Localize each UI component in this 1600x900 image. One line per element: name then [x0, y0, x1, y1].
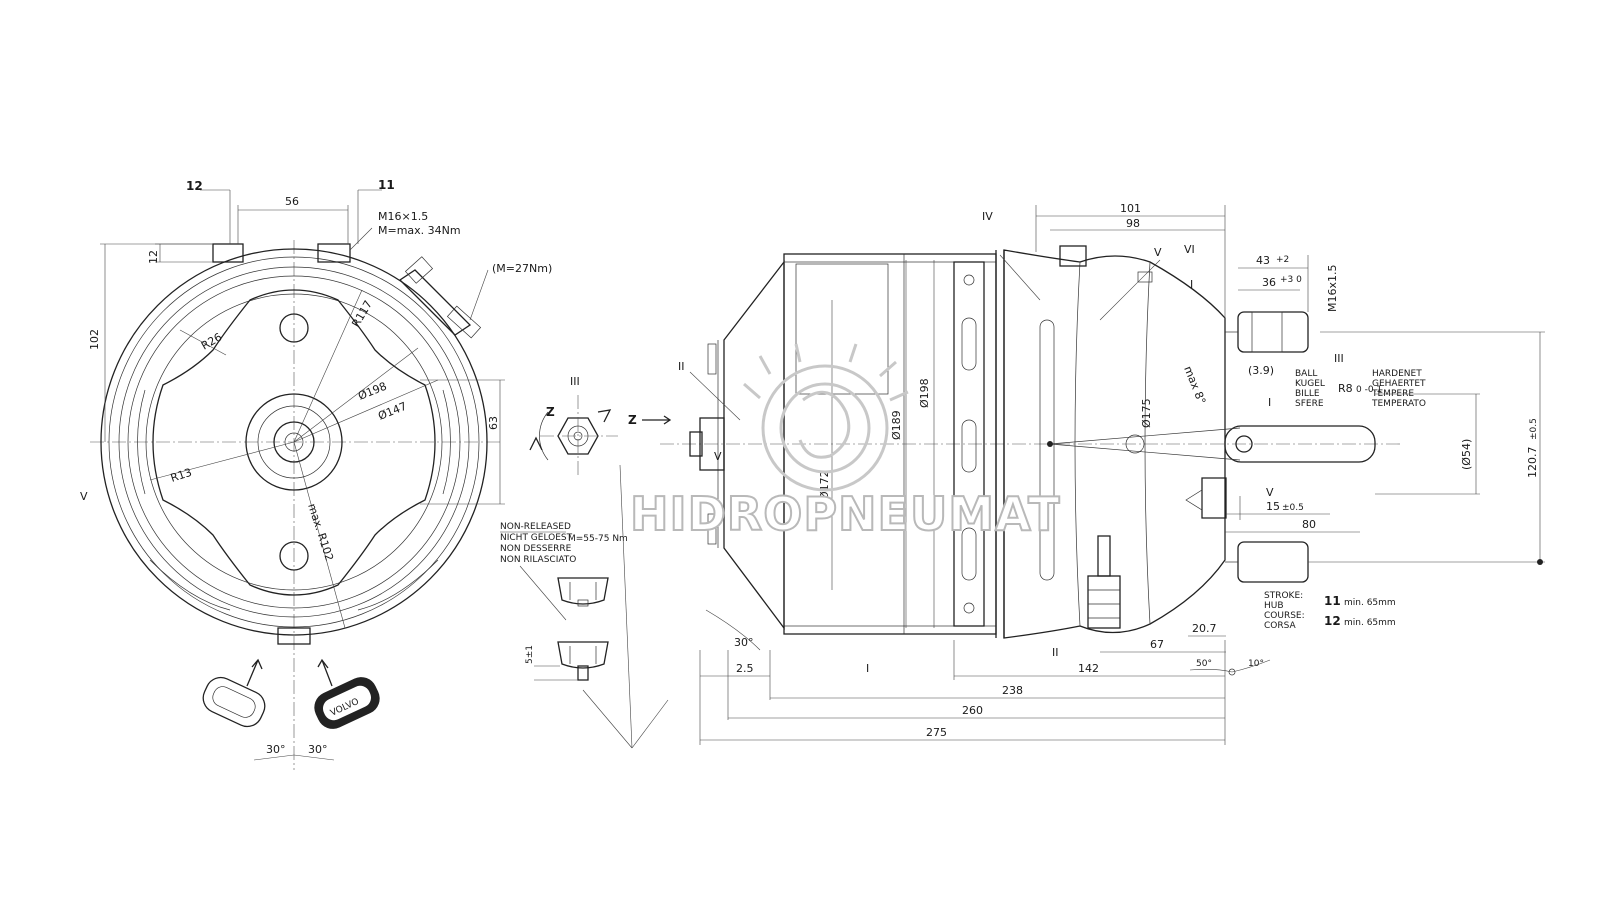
torque-detail: M=55-75 Nm: [568, 534, 628, 544]
dim-2-5: 2.5: [736, 662, 754, 675]
radius-26: R26: [199, 331, 224, 353]
non-released-1: NICHT GELOEST: [500, 533, 573, 543]
non-released-2: NON DESSERRE: [500, 544, 572, 554]
non-released-3: NON RILASCIATO: [500, 555, 576, 565]
label-v-left: V: [714, 450, 722, 463]
stroke-word-3: CORSA: [1264, 621, 1297, 631]
tol-43: +2: [1276, 255, 1289, 265]
ball-word-0: BALL: [1295, 369, 1317, 379]
hard-word-3: TEMPERATO: [1371, 399, 1426, 409]
label-ii-left: II: [678, 360, 685, 373]
dim-12: 12: [147, 250, 160, 264]
roman-iii-detail: III: [570, 375, 580, 388]
ball-tol: 0 -0.1: [1356, 385, 1382, 395]
port-11-label: 11: [378, 178, 395, 192]
dim-56: 56: [285, 195, 299, 208]
dim-80: 80: [1302, 518, 1316, 531]
label-i-right: I: [1268, 396, 1271, 409]
label-vi: VI: [1184, 243, 1195, 256]
label-iv: IV: [982, 210, 993, 223]
ball-word-3: SFERE: [1295, 399, 1324, 409]
detail-view: III Z Z NON-RELEASED NICHT GELOEST NON D…: [500, 375, 672, 749]
front-view: 12 11 56 M16×1.5 M=max. 34Nm (M=27Nm) 12…: [80, 178, 552, 770]
thread-right: M16x1.5: [1326, 265, 1339, 313]
stroke-12: 12: [1324, 614, 1341, 628]
diameter-147: Ø147: [376, 400, 408, 423]
dim-238: 238: [1002, 684, 1023, 697]
diameter-198-side: Ø198: [918, 378, 931, 408]
dim-20-7: 20.7: [1192, 622, 1217, 635]
radius-117: R117: [349, 298, 375, 329]
radius-13: R13: [169, 466, 194, 485]
dim-36: 36: [1262, 276, 1276, 289]
diameter-54: (Ø54): [1460, 439, 1473, 470]
thread-main: M16×1.5: [378, 210, 428, 223]
label-ii-bottom: II: [1052, 646, 1059, 659]
badge-left: [202, 676, 266, 728]
port-12-label: 12: [186, 179, 203, 193]
non-released-0: NON-RELEASED: [500, 522, 571, 532]
torque-main: M=max. 34Nm: [378, 224, 461, 237]
hard-word-1: GEHAERTET: [1372, 379, 1426, 389]
dim-63: 63: [487, 416, 500, 430]
z-marker-right: Z: [628, 413, 637, 427]
label-v-front: V: [80, 490, 88, 503]
diameter-175: Ø175: [1140, 398, 1153, 428]
angle-right: 30°: [308, 743, 328, 756]
stroke-min-12: min. 65mm: [1344, 618, 1396, 628]
label-iii-side: III: [1334, 352, 1344, 365]
tol-15: ±0.5: [1282, 503, 1304, 513]
stroke-min-11: min. 65mm: [1344, 598, 1396, 608]
dim-3-9: (3.9): [1248, 364, 1274, 377]
ball-word-2: BILLE: [1295, 389, 1320, 399]
diameter-189: Ø189: [890, 410, 903, 440]
diameter-198: Ø198: [356, 380, 388, 403]
stroke-11: 11: [1324, 594, 1341, 608]
badge-right: VOLVO: [314, 677, 380, 729]
tol-36: +3 0: [1280, 275, 1302, 285]
dim-5: 5±1: [525, 645, 535, 664]
angle-10: 10°: [1248, 659, 1264, 669]
watermark-text: HIDROPNEUMAT: [630, 487, 1061, 541]
dim-67: 67: [1150, 638, 1164, 651]
label-v-top: V: [1154, 246, 1162, 259]
label-i-top: I: [1190, 278, 1193, 291]
stroke-word-0: STROKE:: [1264, 591, 1303, 601]
dim-102: 102: [88, 329, 101, 350]
ball-word-1: KUGEL: [1295, 379, 1325, 389]
dim-275: 275: [926, 726, 947, 739]
max-8-deg: max 8°: [1181, 364, 1208, 406]
dim-98: 98: [1126, 217, 1140, 230]
label-v-bottom: V: [1266, 486, 1274, 499]
angle-30-side: 30°: [734, 636, 754, 649]
side-view: 101 98 43 +2 36 +3 0 M16x1.5 IV V VI I I…: [660, 202, 1545, 745]
stroke-word-1: HUB: [1264, 601, 1284, 611]
dim-142: 142: [1078, 662, 1099, 675]
ball-spec: R8: [1338, 382, 1353, 395]
radius-102: max. R102: [305, 502, 336, 563]
dim-101: 101: [1120, 202, 1141, 215]
torque-small: (M=27Nm): [492, 262, 552, 275]
dim-15: 15: [1266, 500, 1280, 513]
angle-left: 30°: [266, 743, 286, 756]
label-i-bottom: I: [866, 662, 869, 675]
tol-120-7: ±0.5: [1529, 418, 1539, 440]
stroke-word-2: COURSE:: [1264, 611, 1305, 621]
z-marker-left: Z: [546, 405, 555, 419]
dim-43: 43: [1256, 254, 1270, 267]
angle-50: 50°: [1196, 659, 1212, 669]
hard-word-0: HARDENET: [1372, 369, 1422, 379]
dim-260: 260: [962, 704, 983, 717]
dim-120-7: 120.7: [1526, 447, 1539, 479]
watermark: HIDROPNEUMAT: [629, 343, 1061, 542]
diameter-172: Ø172: [818, 470, 831, 500]
